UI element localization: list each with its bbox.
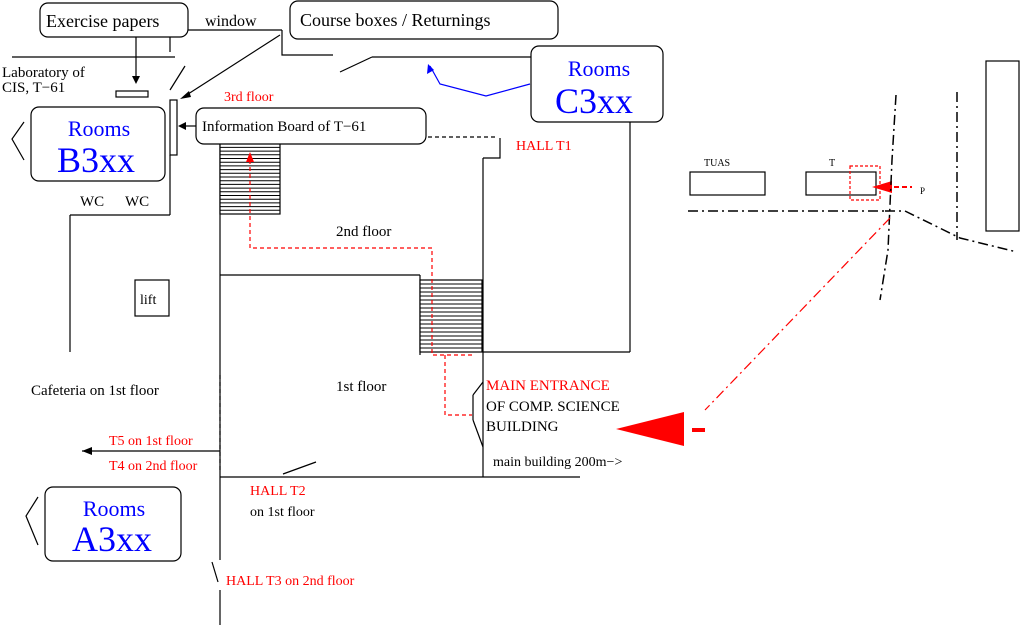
rooms-c-title: Rooms [568, 56, 630, 81]
wc-left-label: WC [80, 194, 104, 210]
hall-t2-label: HALL T2 [250, 484, 306, 499]
pointer-arrows [132, 34, 531, 130]
tuas-building [689, 171, 766, 196]
p-marker-label: P [920, 186, 925, 196]
main-entrance-line3: BUILDING [486, 419, 559, 435]
rooms-a-box [44, 486, 182, 562]
third-floor-label: 3rd floor [224, 90, 274, 105]
main-entrance-line1: MAIN ENTRANCE [486, 378, 610, 394]
main-entrance-line2: OF COMP. SCIENCE [486, 399, 620, 415]
second-floor-label: 2nd floor [336, 224, 391, 240]
exercise-papers-label: Exercise papers [46, 11, 159, 31]
laboratory-label-line1: Laboratory of [2, 65, 85, 81]
rooms-b-box [30, 106, 166, 182]
hall-t2-floor-label: on 1st floor [250, 505, 315, 520]
stairs-lower [419, 279, 483, 353]
t-building-label: T [829, 158, 835, 169]
t5-label: T5 on 1st floor [109, 434, 193, 449]
hall-t1-label: HALL T1 [516, 139, 572, 154]
main-building-label: main building 200m−> [493, 455, 622, 470]
rooms-c-code: C3xx [555, 81, 633, 121]
t5-arrowhead [82, 447, 92, 455]
site-map: TUAS T P [688, 60, 1020, 411]
exercise-papers-box [39, 2, 189, 38]
window-label: window [205, 13, 257, 30]
t-building [805, 171, 877, 196]
information-board-label: Information Board of T−61 [202, 119, 366, 135]
wc-right-label: WC [125, 194, 149, 210]
course-boxes-label: Course boxes / Returnings [300, 10, 491, 30]
cafeteria-label: Cafeteria on 1st floor [31, 383, 159, 399]
route-to-information-board [219, 136, 498, 470]
rooms-a-title: Rooms [83, 496, 145, 521]
lift-box [134, 279, 170, 317]
site-building-right [985, 60, 1020, 232]
t-building-highlight [849, 165, 881, 201]
t4-label: T4 on 2nd floor [109, 459, 198, 474]
rooms-a-code: A3xx [72, 519, 152, 559]
rooms-b-title: Rooms [68, 116, 130, 141]
entrance-red-arrow [616, 412, 705, 446]
rooms-b-code: B3xx [57, 140, 135, 180]
hall-t3-label: HALL T3 on 2nd floor [226, 574, 355, 589]
lift-label: lift [140, 293, 156, 308]
laboratory-label-line2: CIS, T−61 [2, 80, 65, 96]
course-boxes-box [289, 0, 559, 40]
first-floor-label: 1st floor [336, 379, 386, 395]
tuas-label: TUAS [704, 158, 730, 169]
rooms-c-box [530, 45, 664, 123]
